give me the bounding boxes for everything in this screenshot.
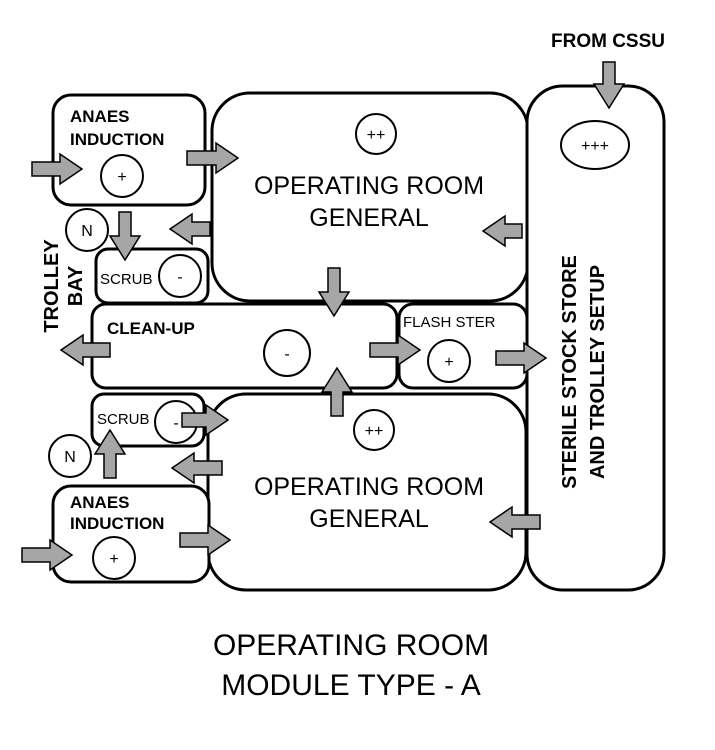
trolley-label-1: TROLLEY (41, 239, 63, 333)
entry-arrow-anaes-top-icon (31, 152, 84, 186)
diagram-title-line-2: MODULE TYPE - A (221, 669, 481, 702)
or-bottom-label-1: OPERATING ROOM (254, 473, 484, 501)
sterile-symbol: +++ (581, 138, 609, 155)
sterile-symbol-ellipse (560, 120, 630, 170)
flash-ster-label: FLASH STER (403, 314, 496, 331)
clean-up-room (90, 302, 399, 390)
anaes-to-or-top-arrow-icon (186, 141, 240, 175)
operating-room-bottom (206, 392, 528, 592)
n-bottom-symbol: N (64, 449, 76, 466)
clean-up-exit-arrow-icon (59, 333, 111, 367)
n-bottom-circle (48, 434, 92, 478)
anaes-top-label-2: INDUCTION (70, 130, 164, 149)
trolley-label-2: BAY (65, 265, 87, 306)
or-top-symbol-circle (355, 113, 397, 155)
sterile-label-2: AND TROLLEY SETUP (587, 265, 609, 479)
clean-up-symbol: - (284, 346, 289, 363)
anaes-top-symbol: + (117, 169, 126, 186)
or-top-symbol: ++ (367, 127, 386, 144)
or-bottom-exit-left-arrow-icon (170, 451, 223, 485)
flash-ster-symbol-circle (427, 339, 471, 383)
anaes-top-label-1: ANAES (70, 107, 130, 126)
scrub-to-or-bottom-arrow-icon (181, 403, 230, 437)
anaes-bottom-symbol: + (109, 551, 118, 568)
anaes-top-symbol-circle (100, 154, 144, 198)
anaes-bottom-label-1: ANAES (70, 493, 130, 512)
anaes-bottom-label-2: INDUCTION (70, 514, 164, 533)
clean-up-to-flash-ster-arrow-icon (369, 333, 422, 367)
or-bottom-symbol-circle (353, 409, 395, 451)
or-top-exit-left-arrow-icon (168, 212, 211, 246)
scrub-bottom-label: SCRUB (97, 411, 150, 428)
flash-ster-symbol: + (444, 354, 453, 371)
from-cssu-arrow-icon (592, 61, 626, 110)
entry-arrow-anaes-bottom-icon (21, 538, 74, 572)
diagram-title-line-1: OPERATING ROOM (213, 629, 489, 662)
anaes-to-or-bottom-arrow-icon (179, 523, 232, 557)
scrub-top-symbol: - (177, 269, 182, 286)
or-top-to-clean-up-arrow-icon (317, 267, 351, 318)
sterile-to-or-bottom-arrow-icon (488, 505, 541, 539)
anaes-induction-top (51, 93, 207, 207)
from-cssu-label: FROM CSSU (551, 31, 665, 52)
sterile-label-1: STERILE STOCK STORE (559, 255, 581, 489)
sterile-to-or-top-arrow-icon (481, 214, 523, 248)
or-bottom-to-clean-up-arrow-icon (320, 366, 354, 417)
scrub-top-label: SCRUB (100, 271, 153, 288)
clean-up-label: CLEAN-UP (107, 319, 195, 338)
or-top-label-2: GENERAL (309, 204, 429, 232)
down-to-scrub-top-arrow-icon (108, 211, 142, 262)
scrub-bottom-symbol: - (173, 415, 178, 432)
n-top-circle (65, 208, 109, 252)
up-to-scrub-bottom-arrow-icon (93, 428, 127, 479)
or-bottom-symbol: ++ (365, 423, 384, 440)
or-bottom-label-2: GENERAL (309, 505, 429, 533)
n-top-symbol: N (81, 223, 93, 240)
clean-up-symbol-circle (263, 329, 311, 377)
scrub-top-symbol-circle (158, 254, 202, 298)
or-top-label-1: OPERATING ROOM (254, 172, 484, 200)
anaes-bottom-symbol-circle (92, 536, 136, 580)
flash-ster-to-sterile-arrow-icon (495, 341, 548, 375)
